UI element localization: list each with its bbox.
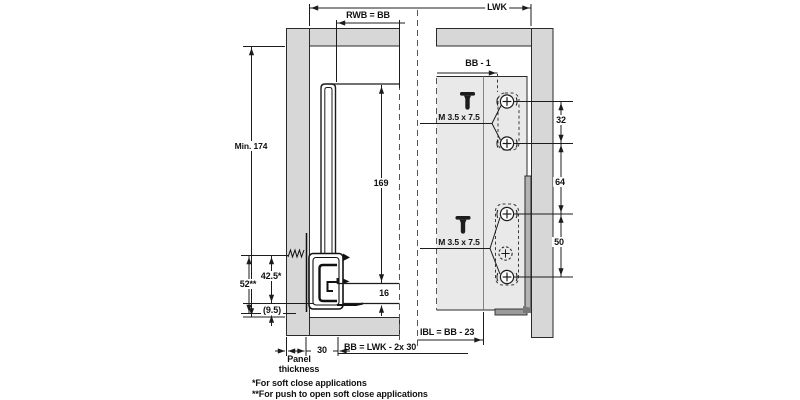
hatch-zigzag [287,248,305,259]
screw-hole [496,94,518,109]
dim-label-52: 52** [237,279,259,289]
dim-label-bb-minus-1: BB - 1 [465,58,491,68]
footnote-push-open: **For push to open soft close applicatio… [252,389,428,399]
dim-label-9-5: (9.5) [260,305,284,315]
screw-hole [496,269,518,285]
footnote-soft-close: *For soft close applications [252,378,367,388]
flat-head-screw-icon [455,216,471,234]
dim-label-32: 32 [554,115,568,125]
flat-head-screw-icon [460,92,475,110]
screw-spec-label-top: M 3.5 x 7.5 [438,112,480,122]
break-lines [399,10,437,350]
panel-thickness-line1: Panel [287,354,311,364]
mounting-screws [496,94,518,285]
dim-label-50: 50 [552,237,566,247]
dim-label-42-5: 42.5* [258,271,284,281]
dim-label-16: 16 [379,288,389,298]
rear-slide-hook [494,308,528,316]
dim-label-64: 64 [553,177,567,187]
screw-hole-hidden [498,246,513,261]
dim-label-lwk: LWK [485,2,509,12]
panel-thickness-label: Panel thickness [279,354,320,374]
slide-profile [287,233,364,312]
screw-spec-label-bottom: M 3.5 x 7.5 [438,237,480,247]
rear-slide-rail [524,175,532,312]
dim-label-30: 30 [315,345,329,355]
drawer-side-profile [320,83,400,258]
dimension-lines [241,4,573,356]
dim-label-rwb-bb: RWB = BB [346,10,390,20]
panel-thickness-line2: thickness [278,364,320,374]
dim-label-ibl-formula: IBL = BB - 23 [420,327,475,337]
drawer-bottom-panel [336,278,400,305]
drawer-rear-panel [436,76,532,316]
dim-label-bb-formula: BB = LWK - 2x 30 [344,342,417,352]
dim-label-169: 169 [371,178,391,188]
dim-label-min-174: Min. 174 [232,141,270,151]
